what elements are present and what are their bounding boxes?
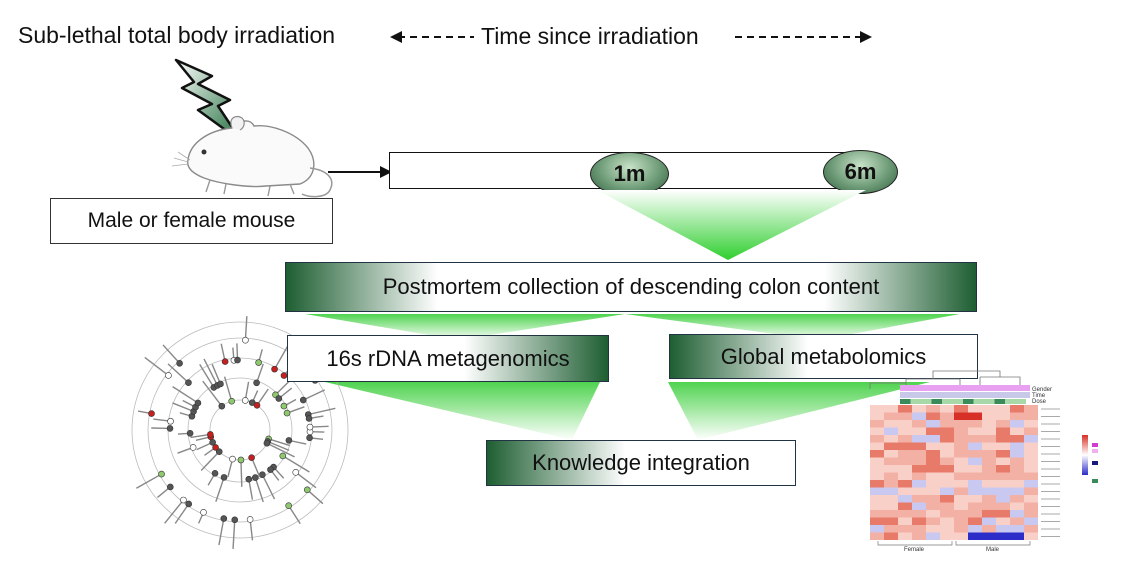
heatmap-row-labels bbox=[1041, 408, 1060, 537]
heatmap-chart: Gender Time Dose Female Male bbox=[869, 370, 1098, 553]
legend-dose: Dose bbox=[1032, 399, 1047, 405]
heatmap-dendrogram bbox=[869, 370, 1021, 389]
funnel-to-integration-left bbox=[325, 382, 600, 440]
legend-swatch-male bbox=[1092, 449, 1098, 453]
metagenomics-label: 16s rDNA metagenomics bbox=[326, 345, 570, 371]
mouse-to-timeline-arrow bbox=[328, 166, 392, 178]
funnel-to-metabolomics bbox=[625, 314, 960, 340]
legend-swatch-time bbox=[1092, 461, 1098, 465]
collection-box: Postmortem collection of descending colo… bbox=[285, 262, 977, 312]
dashed-arrows bbox=[390, 31, 872, 43]
timepoint-1m-label: 1m bbox=[613, 161, 646, 186]
gender-strip bbox=[900, 385, 1030, 391]
timepoint-1m: 1m bbox=[590, 152, 669, 196]
metagenomics-box: 16s rDNA metagenomics bbox=[287, 335, 609, 382]
funnel-to-metagenomics bbox=[305, 314, 625, 340]
phylogenetic-tree-chart bbox=[131, 316, 349, 550]
legend-swatch-dose bbox=[1092, 479, 1098, 483]
metabolomics-box: Global metabolomics bbox=[669, 334, 978, 379]
irradiation-label: Sub-lethal total body irradiation bbox=[18, 22, 336, 48]
funnel-to-collection bbox=[597, 190, 866, 260]
legend-swatch-female bbox=[1092, 443, 1098, 447]
timepoint-6m-label: 6m bbox=[844, 159, 877, 184]
heatmap-colorbar bbox=[1082, 435, 1088, 475]
heatmap-cells bbox=[870, 405, 1038, 540]
legend-gender: Gender bbox=[1032, 387, 1052, 393]
funnel-to-integration-right bbox=[668, 382, 930, 440]
time-strip bbox=[900, 392, 1030, 398]
mouse-icon bbox=[171, 115, 333, 198]
group-label-male: Male bbox=[986, 547, 1000, 553]
integration-label: Knowledge integration bbox=[532, 450, 750, 475]
mouse-label: Male or female mouse bbox=[87, 209, 296, 232]
integration-box: Knowledge integration bbox=[486, 440, 796, 486]
dose-strip bbox=[900, 399, 1026, 404]
metabolomics-label: Global metabolomics bbox=[720, 343, 927, 369]
legend-time: Time bbox=[1032, 393, 1046, 399]
time-since-label: Time since irradiation bbox=[481, 23, 699, 49]
collection-label: Postmortem collection of descending colo… bbox=[382, 274, 880, 299]
group-label-female: Female bbox=[904, 547, 925, 553]
mouse-label-box: Male or female mouse bbox=[50, 198, 333, 244]
timepoint-6m: 6m bbox=[823, 150, 898, 194]
